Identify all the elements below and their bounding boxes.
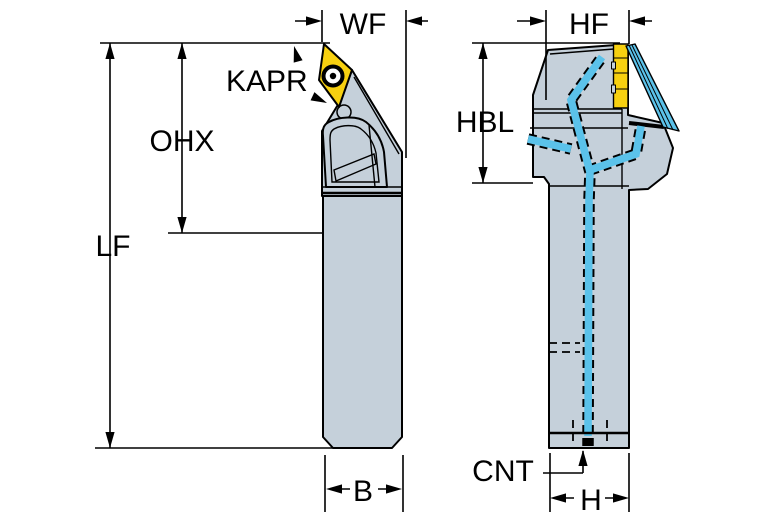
dim-hbl: HBL [456, 43, 533, 184]
label-kapr: KAPR [226, 65, 308, 98]
label-h: H [580, 484, 602, 517]
coolant-channels [526, 53, 647, 447]
label-hbl: HBL [456, 106, 514, 139]
dim-hf: HF [517, 8, 652, 100]
front-clamp [321, 116, 388, 188]
insert-edge-stack [612, 43, 629, 109]
dim-lf: LF [95, 43, 333, 449]
label-b: B [353, 475, 373, 508]
side-view: HF HBL CNT H [456, 8, 680, 517]
dim-wf: WF [295, 8, 428, 158]
front-shank [322, 195, 403, 449]
dim-b: B [324, 455, 404, 512]
dim-ohx: OHX [149, 43, 323, 234]
front-view: WF KAPR OHX LF B [95, 8, 428, 512]
dim-h: H [549, 453, 630, 517]
label-hf: HF [569, 8, 609, 41]
clamp-lug-edge [628, 121, 665, 129]
label-wf: WF [340, 8, 387, 41]
coolant-main-channel [566, 54, 606, 437]
label-cnt: CNT [472, 455, 534, 488]
side-insert [611, 43, 629, 109]
insert-screw-center [329, 72, 337, 80]
side-tool-body [532, 44, 674, 449]
coolant-side-port [527, 135, 572, 153]
dim-cnt: CNT [472, 450, 588, 488]
label-ohx: OHX [149, 125, 214, 158]
front-insert [318, 43, 353, 108]
coolant-spray [625, 43, 680, 132]
label-lf: LF [95, 230, 130, 263]
dim-kapr: KAPR [226, 46, 327, 103]
coolant-clamp-branch [588, 125, 645, 174]
